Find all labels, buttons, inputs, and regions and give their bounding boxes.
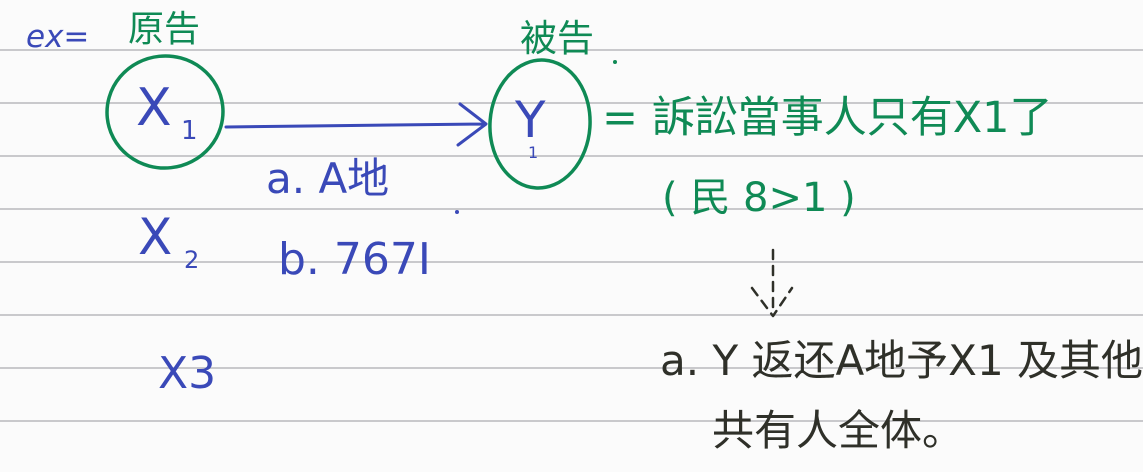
x1-circle [105,54,225,170]
x2-variable: X [138,208,173,266]
x2-subscript: 2 [184,246,200,274]
y-subscript: 1 [528,143,539,162]
claim-arrow [224,102,488,147]
claim-a: a. A地 [266,154,390,203]
ink-dot [455,210,459,214]
claim-b: b. 767I [278,234,431,285]
plaintiff-label: 原告 [128,9,201,50]
result-line-1: a. Y 返还A地予X1 及其他 [660,336,1143,385]
defendant-label: 被告 [520,17,594,60]
x1-variable: X [136,78,172,138]
y-variable: Y [515,91,546,149]
y-circle [488,58,592,190]
conclusion-line-2: ( 民 8>1 ) [662,175,856,221]
result-line-2: 共有人全体。 [712,406,965,455]
x3-variable: X3 [158,348,217,399]
dashed-down-arrow [750,248,794,318]
ink-dot [613,60,617,64]
conclusion-line-1: = 訴訟當事人只有X1了 [602,93,1053,143]
example-label: ex= [26,19,90,55]
x1-subscript: 1 [181,116,198,146]
